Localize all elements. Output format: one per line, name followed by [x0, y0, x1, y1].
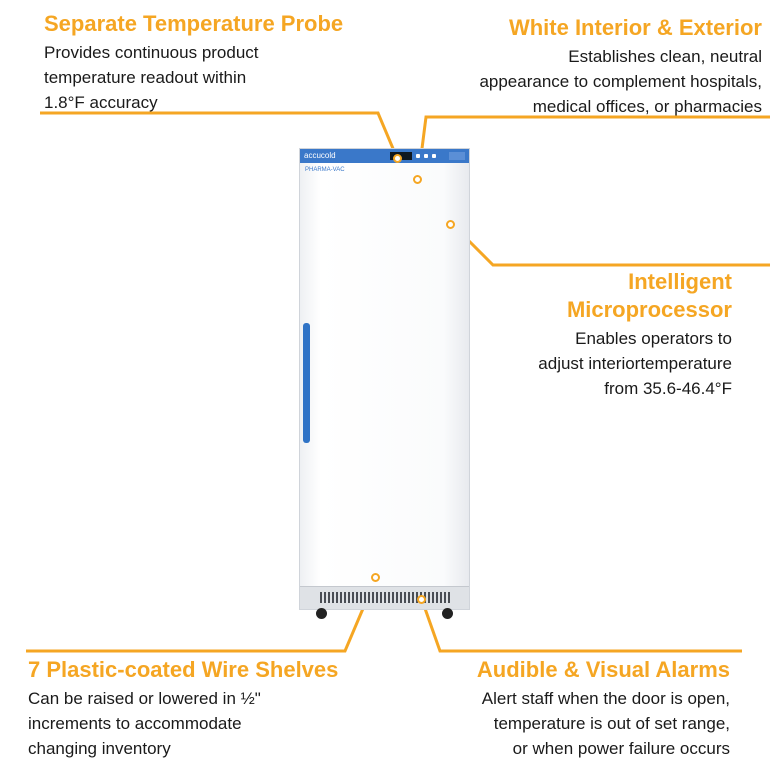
- control-button: [416, 154, 420, 158]
- callout-alarms: Audible & Visual Alarms Alert staff when…: [477, 656, 730, 761]
- alarms-marker-dot: [417, 595, 426, 604]
- description-line: changing inventory: [28, 739, 171, 758]
- probe-connector: [40, 111, 399, 159]
- alarms-connector: [420, 599, 742, 653]
- control-button: [432, 154, 436, 158]
- description-line: increments to accommodate: [28, 714, 242, 733]
- brand-logo: accucold: [304, 151, 336, 160]
- description-line: Enables operators to: [575, 329, 732, 348]
- base-grille-panel: [300, 586, 469, 619]
- callout-description: Provides continuous product temperature …: [44, 40, 343, 115]
- micro-connector: [451, 223, 770, 267]
- description-line: Alert staff when the door is open,: [481, 689, 730, 708]
- callout-title: 7 Plastic-coated Wire Shelves: [28, 657, 339, 682]
- callout-description: Alert staff when the door is open, tempe…: [477, 686, 730, 761]
- interior-marker-dot: [413, 175, 422, 184]
- title-line: Microprocessor: [566, 297, 732, 322]
- callout-wire-shelves: 7 Plastic-coated Wire Shelves Can be rai…: [28, 656, 338, 761]
- callout-title: Intelligent Microprocessor: [538, 268, 732, 324]
- callout-temperature-probe: Separate Temperature Probe Provides cont…: [44, 10, 343, 115]
- description-line: appearance to complement hospitals,: [479, 72, 762, 91]
- micro-marker-dot: [446, 220, 455, 229]
- caster-wheel: [316, 608, 327, 619]
- probe-marker-dot: [393, 154, 402, 163]
- callout-title: Separate Temperature Probe: [44, 11, 344, 36]
- callout-description: Enables operators to adjust interiortemp…: [538, 326, 732, 401]
- description-line: Establishes clean, neutral: [568, 47, 762, 66]
- title-line: Intelligent: [628, 269, 732, 294]
- callout-microprocessor: Intelligent Microprocessor Enables opera…: [538, 268, 732, 401]
- vent-grille: [320, 592, 450, 603]
- door-handle: [303, 323, 310, 443]
- description-line: or when power failure occurs: [512, 739, 730, 758]
- callout-title: Audible & Visual Alarms: [476, 657, 730, 682]
- description-line: medical offices, or pharmacies: [532, 97, 762, 116]
- description-line: temperature readout within: [44, 68, 247, 87]
- callout-description: Can be raised or lowered in ½" increment…: [28, 686, 338, 761]
- pharma-vac-logo: PHARMA-VAC: [305, 167, 345, 173]
- description-line: temperature is out of set range,: [493, 714, 730, 733]
- control-button: [424, 154, 428, 158]
- callout-white-interior: White Interior & Exterior Establishes cl…: [479, 14, 762, 119]
- description-line: Provides continuous product: [44, 43, 259, 62]
- interior-connector: [416, 115, 770, 181]
- shelves-marker-dot: [371, 573, 380, 582]
- description-line: from 35.6-46.4°F: [604, 379, 732, 398]
- description-line: 1.8°F accuracy: [44, 93, 158, 112]
- pharmacy-refrigerator-image: accucold PHARMA-VAC: [299, 148, 470, 619]
- callout-description: Establishes clean, neutral appearance to…: [479, 44, 762, 119]
- description-line: Can be raised or lowered in ½": [28, 689, 261, 708]
- control-panel: accucold: [300, 149, 469, 163]
- panel-vent: [449, 152, 465, 160]
- description-line: adjust interiortemperature: [538, 354, 732, 373]
- caster-wheel: [442, 608, 453, 619]
- callout-title: White Interior & Exterior: [508, 15, 762, 40]
